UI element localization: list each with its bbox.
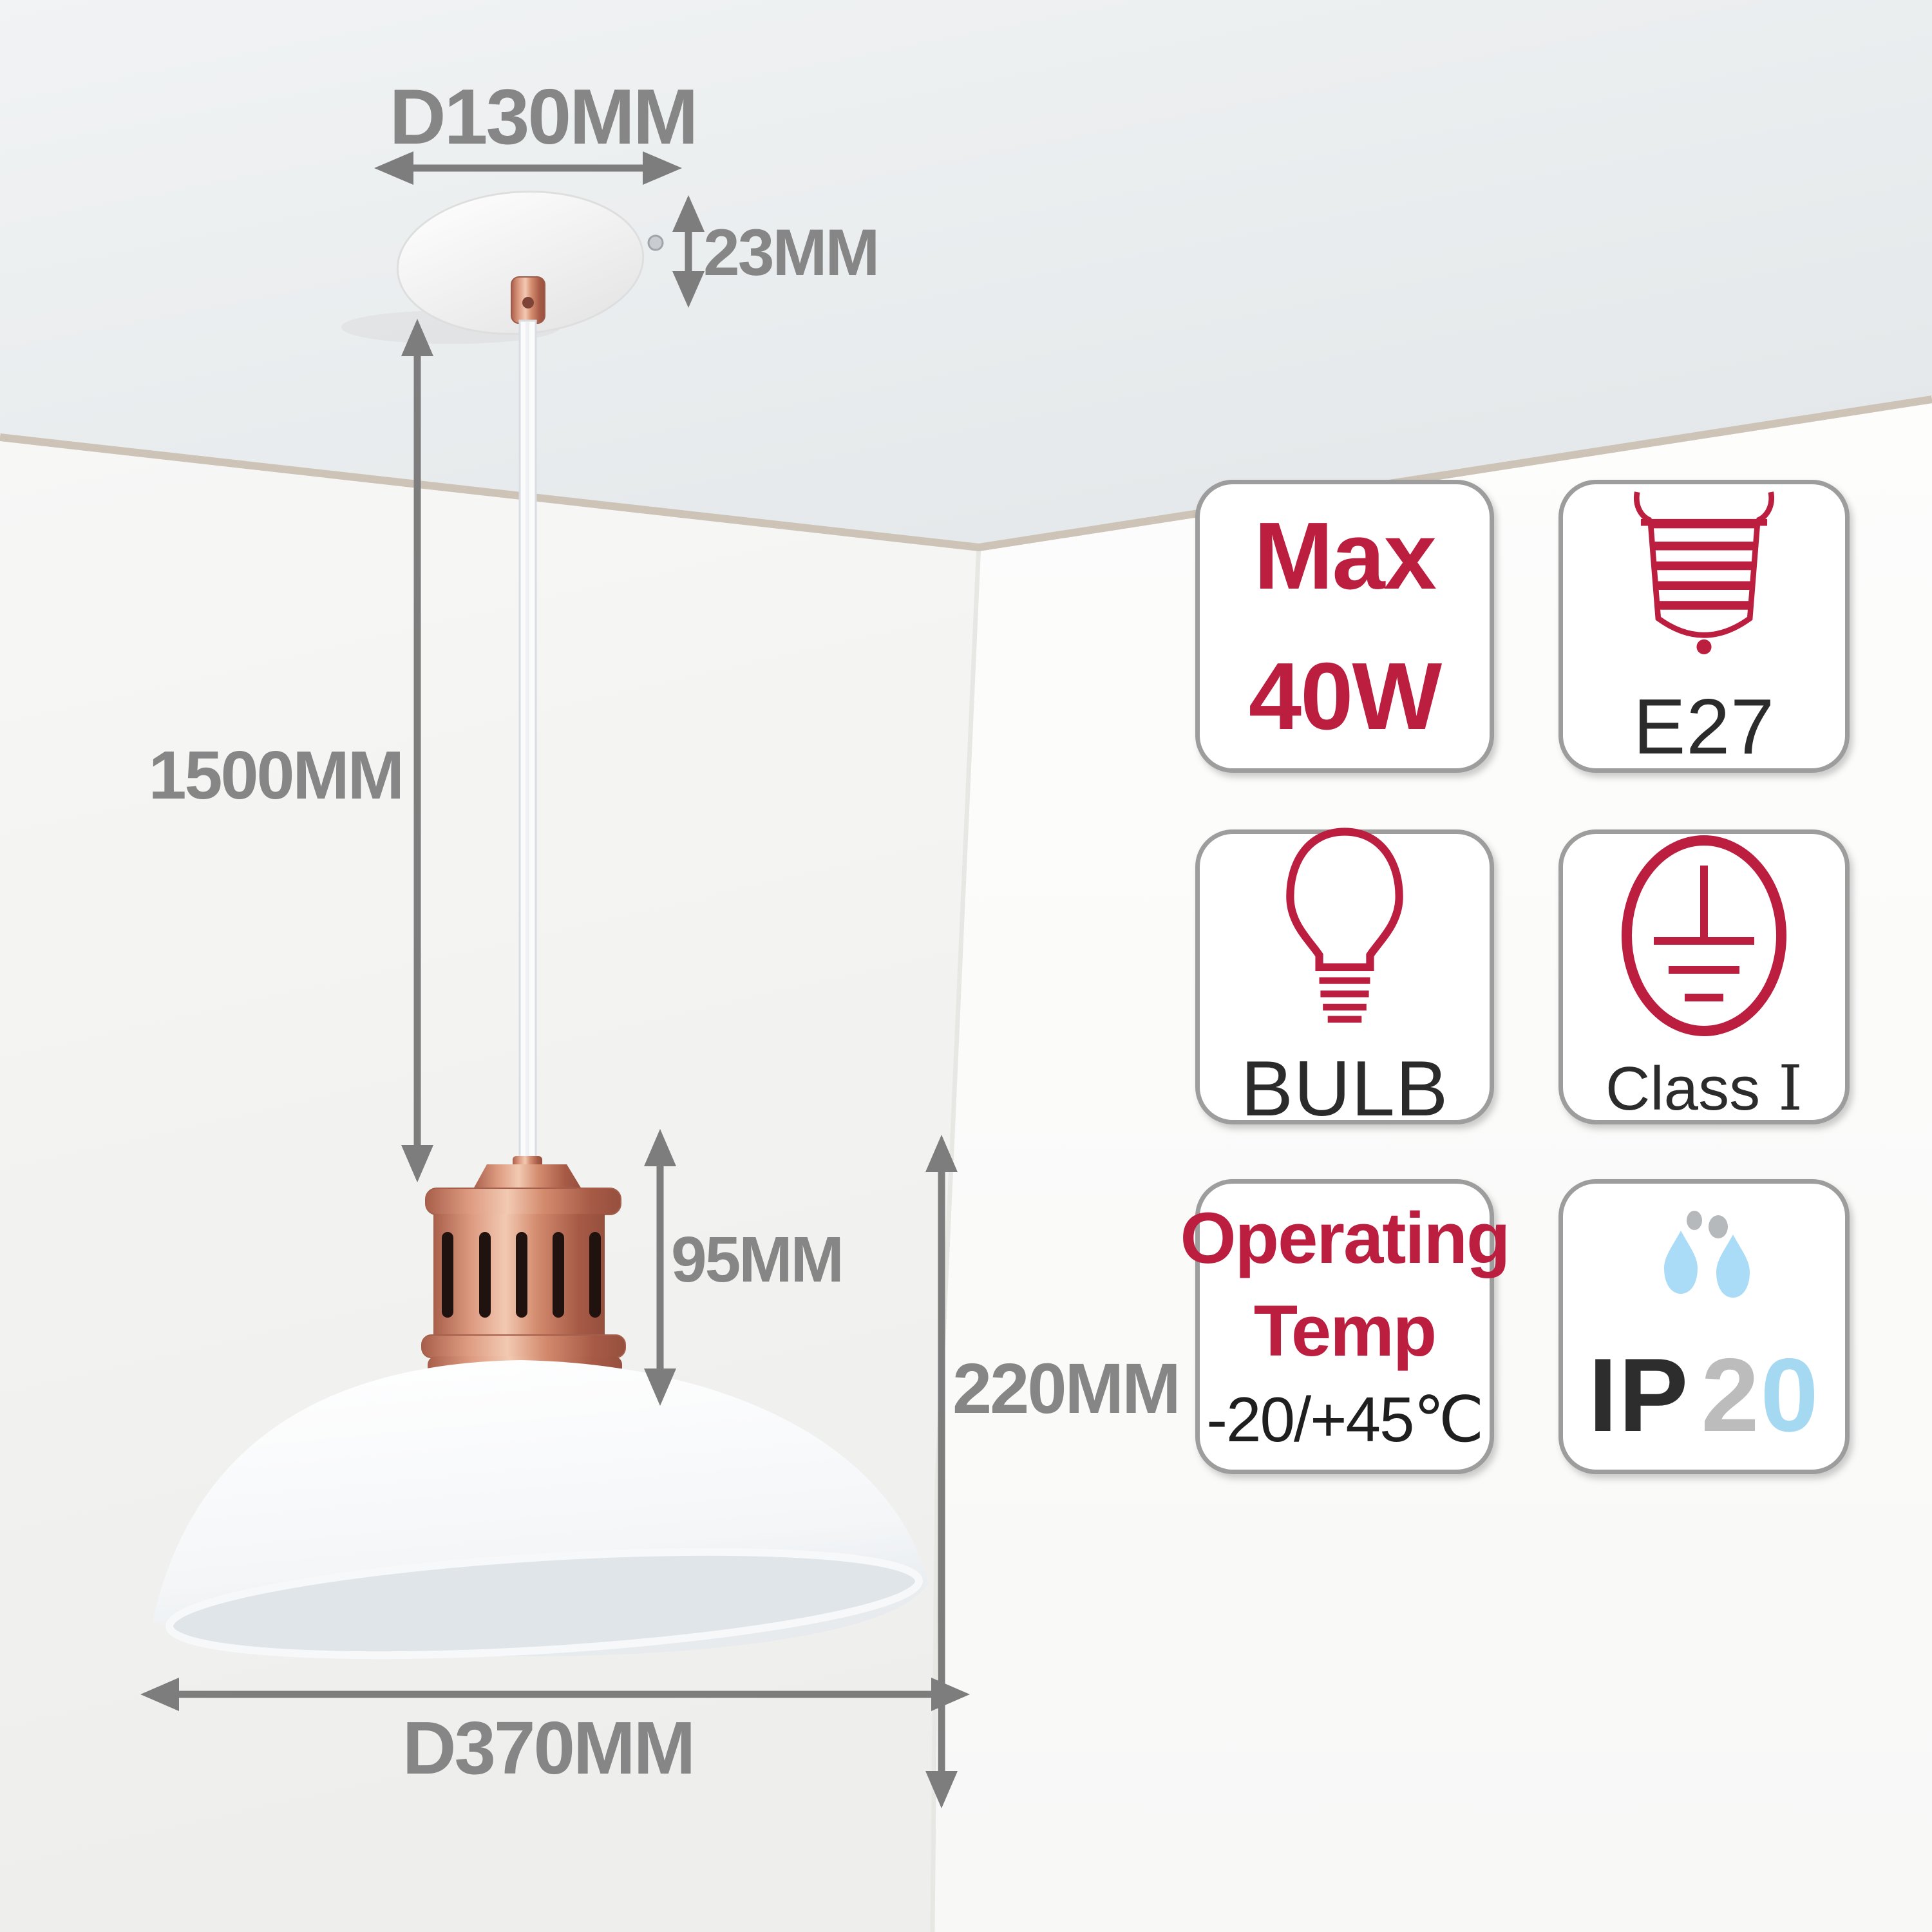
badge-bulb: BULB xyxy=(1195,827,1494,1128)
dim-arrow-shade-diameter xyxy=(140,1678,970,1711)
dim-label-canopy-diameter: D130MM xyxy=(389,73,699,160)
class-numeral: Ⅰ xyxy=(1778,1052,1803,1124)
dim-arrow-holder-height xyxy=(644,1129,676,1406)
ip-prefix: IP xyxy=(1588,1336,1690,1454)
suspension-cord xyxy=(518,319,537,1166)
ip-digit-units: 0 xyxy=(1760,1336,1820,1454)
max-wattage-line2: 40W xyxy=(1248,643,1442,750)
dim-label-holder-height: 95MM xyxy=(671,1224,844,1296)
dimension-arrows xyxy=(140,151,970,1808)
operating-temp-line2: Temp xyxy=(1253,1291,1437,1371)
badge-max-wattage: Max 40W xyxy=(1195,480,1494,773)
cap-type-label: E27 xyxy=(1633,683,1776,770)
holder-cone xyxy=(473,1164,582,1189)
copper-lamp-holder xyxy=(421,1156,626,1376)
badge-protection-class: Class Ⅰ xyxy=(1558,829,1850,1124)
ceiling-edge-line xyxy=(0,395,1932,552)
bulb-icon xyxy=(1271,827,1419,1030)
badge-operating-temp: Operating Temp -20/+45℃ xyxy=(1180,1179,1510,1474)
right-wall xyxy=(933,396,1932,1932)
dim-label-shade-diameter: D370MM xyxy=(402,1706,696,1790)
dim-label-cord-length: 1500MM xyxy=(148,737,404,813)
holder-vent-slots xyxy=(442,1232,601,1318)
dim-label-canopy-height: 23MM xyxy=(703,216,880,289)
class-label: Class xyxy=(1605,1054,1761,1123)
ceiling-plane xyxy=(0,0,1932,544)
canopy-screw xyxy=(647,234,664,251)
shade-underside xyxy=(166,1548,923,1660)
dim-arrow-cord-length xyxy=(401,319,433,1182)
bulb-label: BULB xyxy=(1240,1044,1449,1132)
ceiling-canopy xyxy=(341,190,664,344)
dim-arrow-canopy-height xyxy=(672,195,705,308)
water-drops-icon xyxy=(1614,1206,1794,1325)
dim-label-lamp-height: 220MM xyxy=(952,1349,1181,1428)
ip-digit-tens: 2 xyxy=(1701,1336,1761,1454)
earth-ground-icon xyxy=(1617,835,1791,1041)
operating-temp-value: -20/+45℃ xyxy=(1206,1384,1484,1455)
cord-grip-screw xyxy=(522,297,534,308)
e27-cap-icon xyxy=(1624,487,1785,664)
holder-bottom-flange xyxy=(421,1334,626,1358)
dim-arrow-lamp-height xyxy=(925,1135,958,1808)
dome-shade xyxy=(153,1360,929,1660)
max-wattage-line1: Max xyxy=(1254,502,1437,609)
holder-top-flange xyxy=(425,1188,621,1215)
dim-arrow-canopy-diameter xyxy=(374,151,682,185)
badge-cap-type: E27 xyxy=(1558,480,1850,773)
operating-temp-line1: Operating xyxy=(1180,1198,1511,1278)
